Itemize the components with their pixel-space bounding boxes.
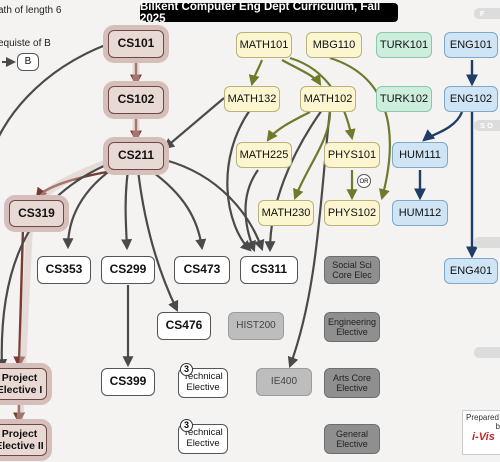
side-tab-2[interactable]: S O <box>474 120 500 131</box>
course-hum112[interactable]: HUM112 <box>392 200 448 226</box>
course-project-elective-2[interactable]: Project Elective II <box>0 424 47 456</box>
course-cs319[interactable]: CS319 <box>9 200 64 227</box>
course-turk102[interactable]: TURK102 <box>376 86 432 112</box>
credit-line-2: b <box>495 422 500 431</box>
course-mbg110[interactable]: MBG110 <box>306 32 362 58</box>
credit-box: Prepared b i-Vis <box>462 410 500 455</box>
edge-cs211-cs473 <box>149 169 207 251</box>
credit-badge: 3 <box>180 363 193 376</box>
course-general-elective[interactable]: General Elective <box>324 424 380 454</box>
edge-cs211-cs299 <box>121 169 133 251</box>
side-tab-1[interactable]: F <box>474 8 500 19</box>
edge-math225-cs311 <box>244 169 259 253</box>
course-arts-core-elective[interactable]: Arts Core Elective <box>324 368 380 398</box>
critical-path-edges <box>13 58 142 425</box>
edge-math101-math102 <box>281 59 322 86</box>
course-eng102[interactable]: ENG102 <box>444 86 498 112</box>
edge-math132-cs311 <box>226 109 252 252</box>
course-eng401[interactable]: ENG401 <box>444 258 498 284</box>
course-engineering-elective[interactable]: Engineering Elective <box>324 312 380 342</box>
edge-math101-math132 <box>248 59 264 87</box>
or-connector: OR <box>357 174 371 188</box>
course-math101[interactable]: MATH101 <box>236 32 292 58</box>
course-cs211[interactable]: CS211 <box>108 142 164 170</box>
edge-cs211-cs311 <box>164 158 265 252</box>
side-tab-3[interactable] <box>474 237 500 248</box>
edge-cs101-offpage <box>0 42 109 137</box>
cs-edges <box>0 42 332 371</box>
ivis-logo: i-Vis <box>472 431 495 443</box>
edge-cs319-project1 <box>13 227 26 369</box>
course-math230[interactable]: MATH230 <box>258 200 314 226</box>
course-cs102[interactable]: CS102 <box>108 86 164 114</box>
edge-cs211-cs319 <box>35 168 119 200</box>
course-ie400[interactable]: IE400 <box>256 368 312 396</box>
course-hist200[interactable]: HIST200 <box>228 312 284 340</box>
course-math225[interactable]: MATH225 <box>236 142 292 168</box>
side-tab-4[interactable] <box>474 347 500 358</box>
legend-node-b: B <box>17 53 39 71</box>
course-cs399[interactable]: CS399 <box>101 368 155 396</box>
diagram-title: Bilkent Computer Eng Dept Curriculum, Fa… <box>140 1 398 25</box>
course-cs476[interactable]: CS476 <box>157 312 211 340</box>
course-social-sci-core-elective[interactable]: Social Sci Core Elec <box>324 256 380 284</box>
course-phys102[interactable]: PHYS102 <box>324 200 380 226</box>
course-project-elective-1[interactable]: Project Elective I <box>0 368 47 400</box>
credit-line-1: Prepared <box>466 413 499 422</box>
edge-math102-cs311 <box>264 109 323 253</box>
eng-edges <box>414 60 478 259</box>
edge-math132-cs211 <box>163 97 225 150</box>
edge-cs211-project1 <box>0 158 119 371</box>
edge-math102-math225 <box>266 111 311 142</box>
course-eng101[interactable]: ENG101 <box>444 32 498 58</box>
credit-badge: 3 <box>180 419 193 432</box>
legend-prerequisite-text: equiste of B <box>0 38 51 49</box>
course-cs299[interactable]: CS299 <box>101 256 155 284</box>
course-math102[interactable]: MATH102 <box>300 86 356 112</box>
edge-cs211-cs353 <box>62 164 119 250</box>
edge-eng102-hum111 <box>422 111 464 142</box>
course-hum111[interactable]: HUM111 <box>392 142 448 168</box>
course-turk101[interactable]: TURK101 <box>376 32 432 58</box>
course-cs473[interactable]: CS473 <box>174 256 230 284</box>
course-cs101[interactable]: CS101 <box>108 30 164 58</box>
course-technical-elective-2[interactable]: Technical Elective <box>178 424 228 454</box>
course-phys101[interactable]: PHYS101 <box>324 142 380 168</box>
course-cs311[interactable]: CS311 <box>240 256 298 284</box>
course-cs353[interactable]: CS353 <box>37 256 91 284</box>
course-math132[interactable]: MATH132 <box>224 86 280 112</box>
legend-critical-path-text: ath of length 6 <box>0 5 62 16</box>
edge-mbg110-phys102 <box>329 56 391 201</box>
edge-math102-math230 <box>293 111 332 201</box>
edge-cs211-cs476 <box>136 169 179 312</box>
